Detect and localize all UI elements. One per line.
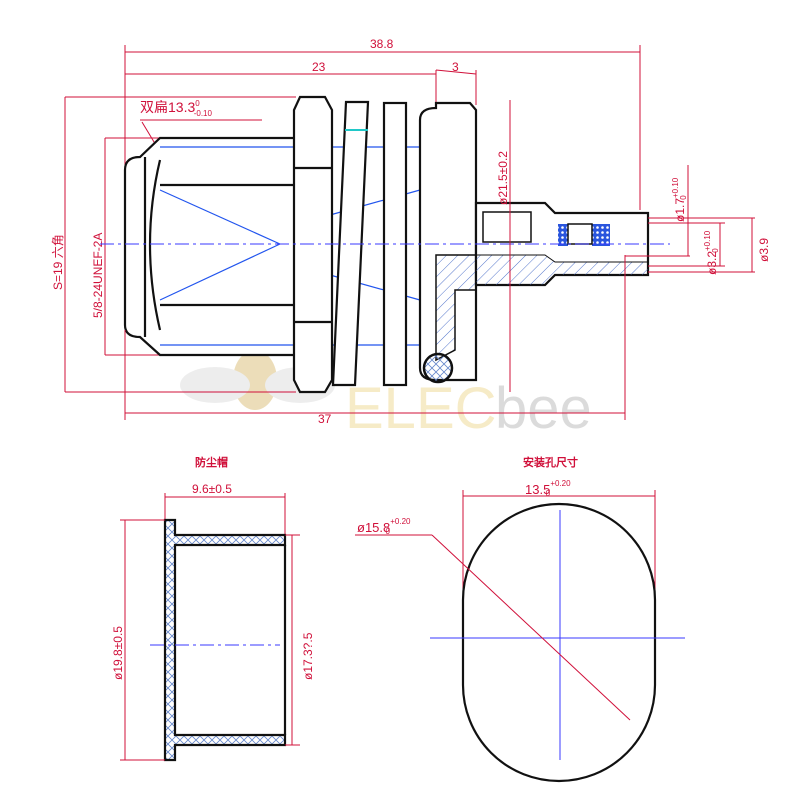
dim-length-37: 37 — [318, 412, 332, 426]
dim-cap-outer: ø19.8±0.5 — [111, 626, 125, 680]
bee-logo-icon — [233, 350, 277, 410]
watermark-text-bee: bee — [495, 376, 592, 441]
flange — [418, 101, 478, 382]
dim-socket-diameter: ø3.2+0.100 — [703, 230, 720, 275]
dim-pin-diameter: ø1.7+0.100 — [671, 177, 688, 222]
dust-cap-title: 防尘帽 — [195, 455, 228, 469]
dim-flange-diameter: ø21.5±0.2 — [496, 151, 510, 205]
dim-cap-inner: ø17.3?.5 — [301, 632, 315, 680]
watermark: ELEC bee — [180, 350, 592, 441]
dim-hex-size: S=19 六角 — [51, 234, 65, 290]
mount-hole-title: 安装孔尺寸 — [523, 455, 578, 469]
dim-cap-length: 9.6±0.5 — [192, 482, 232, 496]
dim-flats-label: 双扁13.30-0.10 — [140, 99, 212, 118]
watermark-text-elec: ELEC — [345, 376, 497, 441]
dim-thread: 5/8-24UNEF-2A — [91, 233, 105, 318]
dust-cap — [163, 518, 287, 762]
dim-tail-diameter: ø3.9 — [757, 238, 771, 262]
mount-hole-outline — [461, 502, 657, 783]
main-view: 38.8 23 3 双扁13.30-0.10 S=19 六角 5/8-24UNE… — [51, 37, 771, 426]
dim-body-length: 23 — [312, 60, 326, 74]
dim-flange-length: 3 — [452, 60, 459, 74]
dust-cap-view: 防尘帽 9.6±0.5 ø19.8±0.5 ø17.3?.5 — [111, 455, 315, 762]
o-ring — [422, 352, 454, 384]
dim-overall-length: 38.8 — [370, 37, 394, 51]
